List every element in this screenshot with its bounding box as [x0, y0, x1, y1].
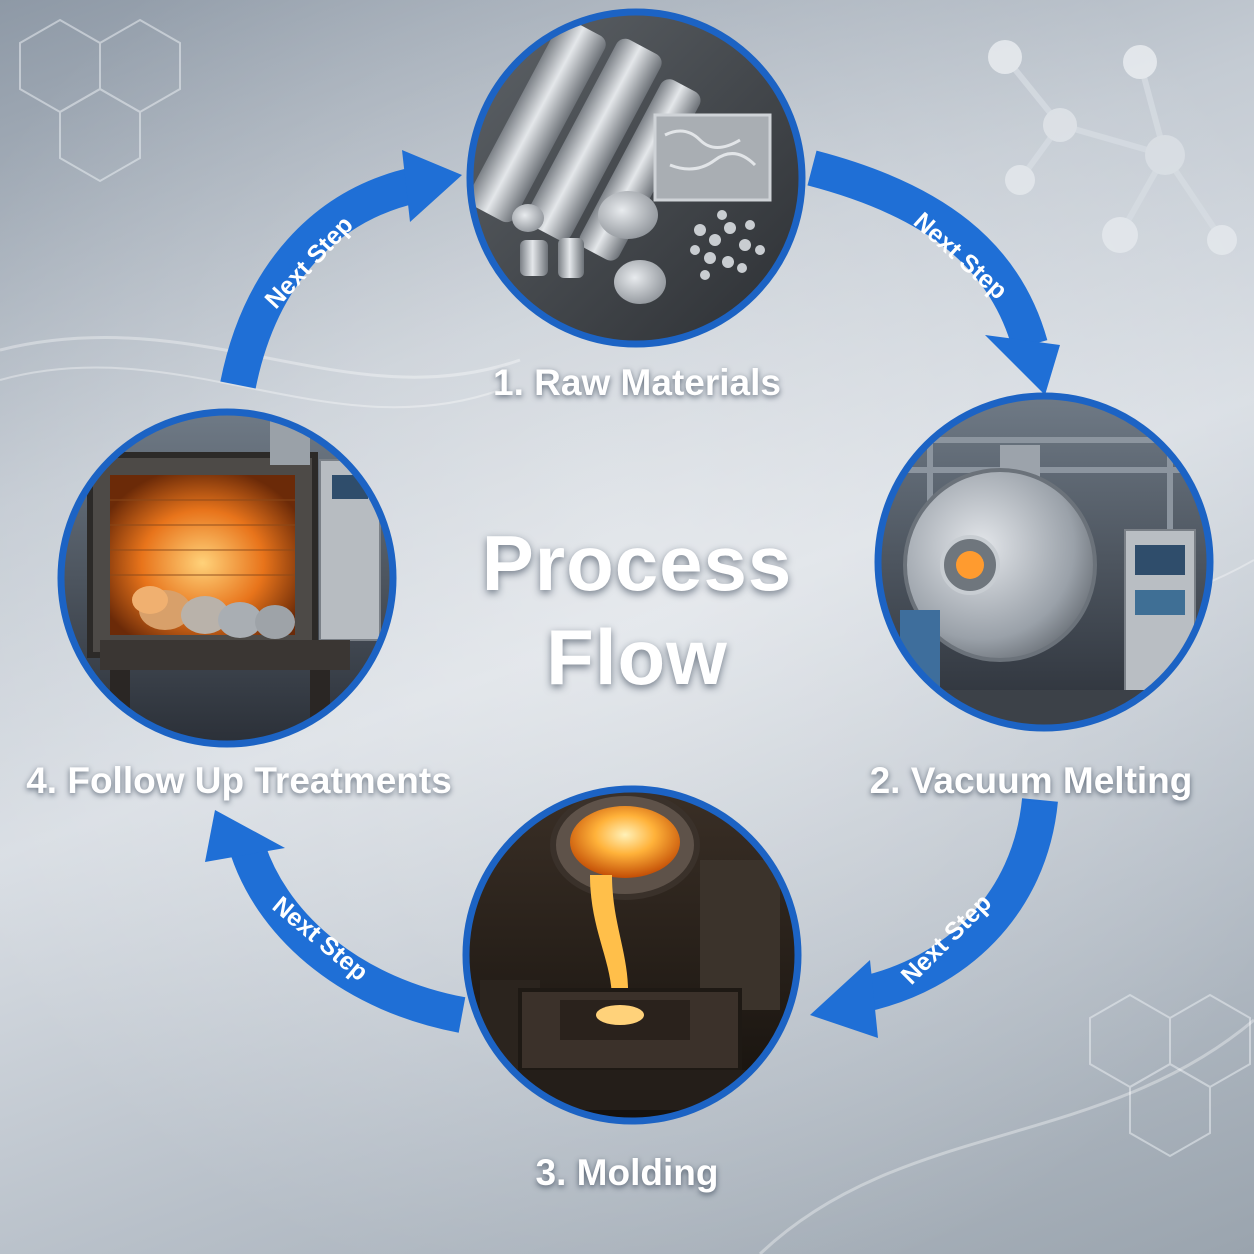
step-4-ring [57, 408, 397, 748]
step-4-label: 4. Follow Up Treatments [26, 760, 452, 801]
hexagon-decoration [19, 18, 1251, 1158]
step-1-label: 1. Raw Materials [493, 362, 781, 403]
diagram-title-line-1: Process [481, 519, 793, 607]
arrow-1-to-2 [807, 150, 1060, 395]
step-2-label: 2. Vacuum Melting [869, 760, 1193, 801]
step-3-molding-image [462, 785, 802, 1125]
step-2-vacuum-melting-image [874, 392, 1214, 732]
step-3-ring [462, 785, 802, 1125]
step-3-label: 3. Molding [535, 1152, 719, 1193]
molecule-decoration [988, 40, 1237, 255]
arrow-2-to-3 [810, 797, 1058, 1038]
step-4-follow-up-treatments-image [57, 408, 397, 748]
diagram-title-line-2: Flow [546, 613, 728, 701]
arrow-3-to-4 [205, 810, 466, 1033]
step-1-raw-materials-image [466, 8, 806, 348]
step-1-ring [466, 8, 806, 348]
step-2-ring [874, 392, 1214, 732]
arrow-4-to-1 [220, 150, 462, 389]
